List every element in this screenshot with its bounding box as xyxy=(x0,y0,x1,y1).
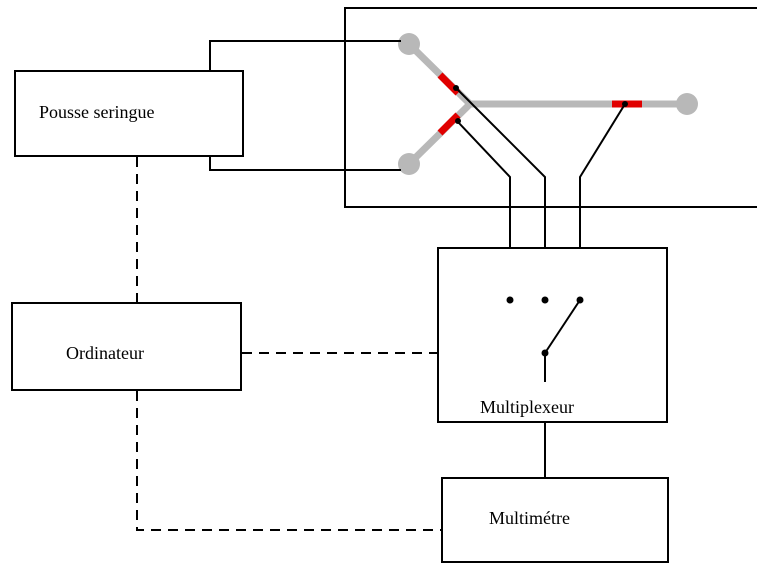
channel-upper-inlet xyxy=(406,41,473,107)
channel-lower-inlet xyxy=(406,101,473,167)
contact-dot-outlet xyxy=(622,101,628,107)
switch-arm xyxy=(544,299,581,354)
switch-terminal-1 xyxy=(506,296,514,304)
pump-line-lower xyxy=(209,155,401,171)
fluidic-channels xyxy=(398,33,698,175)
inlet-port-lower xyxy=(398,153,420,175)
electrode-lower xyxy=(437,112,461,136)
multiplexer-box xyxy=(437,247,668,423)
link-computer-multimeter xyxy=(136,391,441,531)
contact-dot-upper xyxy=(453,85,459,91)
switch-terminal-2 xyxy=(541,296,549,304)
syringe-pump-box xyxy=(14,70,244,157)
chip-frame xyxy=(344,7,757,208)
outlet-port xyxy=(676,93,698,115)
pump-line-upper xyxy=(209,40,401,72)
syringe-pump-label: Pousse seringue xyxy=(39,102,155,122)
multiplexer-label: Multiplexeur xyxy=(480,397,574,417)
inlet-port-upper xyxy=(398,33,420,55)
multimeter-box xyxy=(441,477,669,563)
multiplexer-switch xyxy=(506,296,584,382)
contact-dot-lower xyxy=(455,118,461,124)
computer-label: Ordinateur xyxy=(66,343,144,363)
computer-box xyxy=(11,302,242,391)
multimeter-label: Multimétre xyxy=(489,508,570,528)
